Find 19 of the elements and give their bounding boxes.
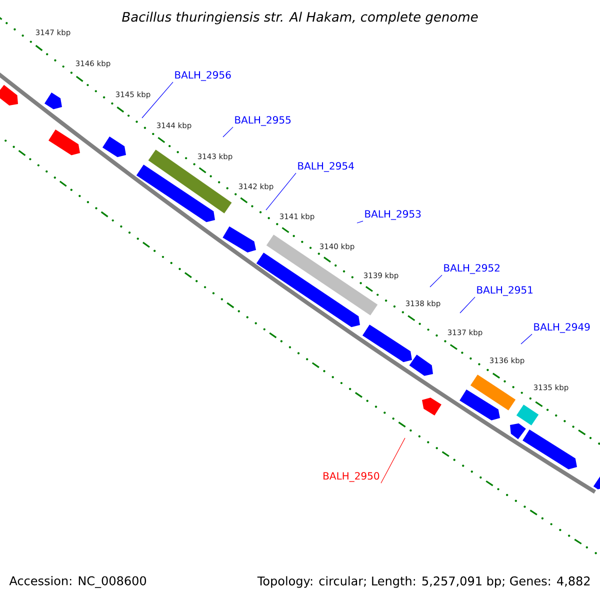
leader-line xyxy=(520,334,532,344)
title: Bacillus thuringiensis str. Al Hakam, complete genome xyxy=(122,12,478,24)
genome-info-text: Topology: circular; Length: 5,257,091 bp; Genes: 4,882 xyxy=(257,576,590,588)
accession-text: Accession: NC_008600 xyxy=(9,576,146,588)
gene-label: BALH_2952 xyxy=(444,264,500,274)
gene-label: BALH_2953 xyxy=(365,210,421,220)
gene-label: BALH_2955 xyxy=(235,116,291,126)
leader-line xyxy=(356,220,364,224)
gene-label: BALH_2949 xyxy=(534,323,590,333)
gene-label: BALH_2954 xyxy=(298,162,354,172)
leader-line xyxy=(142,82,174,118)
leader-line xyxy=(430,274,442,288)
leader-line xyxy=(460,296,476,314)
gene-label: BALH_2950 xyxy=(324,472,380,482)
leader-line xyxy=(380,438,406,484)
gene-label: BALH_2951 xyxy=(477,286,533,296)
gene-label: BALH_2956 xyxy=(175,71,231,81)
leader-line xyxy=(222,126,234,138)
leader-line xyxy=(266,172,296,210)
